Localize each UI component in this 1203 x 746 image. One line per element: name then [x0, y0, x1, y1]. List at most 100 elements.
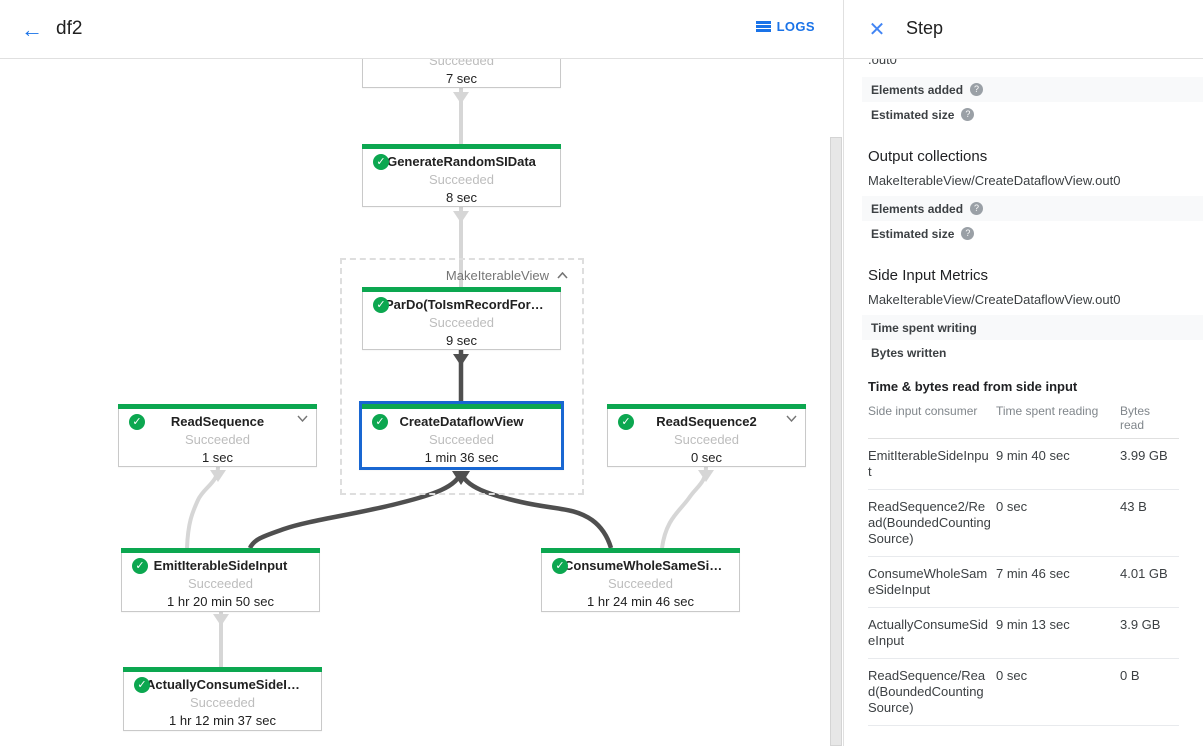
step-node-readsequence2[interactable]: ✓ ReadSequence2 Succeeded 0 sec [607, 404, 806, 467]
status-bar [541, 548, 740, 553]
help-icon[interactable]: ? [970, 202, 984, 215]
help-icon[interactable]: ? [970, 83, 984, 96]
step-title: GenerateRandomSIData [387, 154, 536, 169]
metric-row: Time spent writing 1 min 36 sec [862, 315, 1203, 340]
table-header-row: Side input consumer Time spent reading B… [868, 398, 1179, 439]
step-duration: 0 sec [690, 450, 723, 465]
chevron-up-icon [557, 272, 568, 279]
panel-divider [843, 0, 844, 746]
collection-name: MakeIterableView/CreateDataflowView.out0 [868, 173, 1121, 188]
section-heading-output-collections: Output collections [868, 148, 988, 165]
composite-group-makeiterableview: MakeIterableView [340, 258, 584, 495]
step-title: ParDo(ToIsmRecordFor… [385, 297, 544, 312]
group-header-makeiterableview[interactable]: MakeIterableView [446, 268, 568, 283]
status-bar [362, 404, 561, 409]
step-node-createdataflowview-selected[interactable]: ✓ CreateDataflowView Succeeded 1 min 36 … [359, 401, 564, 470]
collection-name: MakeIterableView/CreateDataflowView.out0 [868, 292, 1121, 307]
status-bar [362, 144, 561, 149]
cell-time: 9 min 40 sec [996, 438, 1120, 490]
logs-list-icon [755, 21, 771, 32]
metric-label: Estimated size [871, 107, 955, 122]
success-check-icon: ✓ [372, 414, 388, 430]
panel-title: Step [906, 18, 944, 38]
step-title: CreateDataflowView [399, 414, 524, 429]
column-header: Bytes read [1120, 398, 1179, 439]
cell-consumer: EmitIterableSideInput [868, 438, 996, 490]
step-details-panel: ✕ Step .out0 Elements added ? 10,000,000… [844, 0, 1203, 746]
clipped-collection-name: .out0 [868, 59, 897, 67]
step-duration: 1 hr 20 min 50 sec [167, 594, 274, 609]
metric-row: Elements added ? 10,000,000 [862, 77, 1203, 102]
status-bar [118, 404, 317, 409]
step-node-partial-top[interactable]: Succeeded 7 sec [362, 59, 561, 88]
column-header: Side input consumer [868, 398, 996, 439]
step-node-actuallyconsumesideinput[interactable]: ✓ ActuallyConsumeSideI… Succeeded 1 hr 1… [123, 667, 322, 731]
step-status: Succeeded [428, 432, 495, 447]
metric-row: Elements added ? – [862, 196, 1203, 221]
success-check-icon: ✓ [129, 414, 145, 430]
status-bar [123, 667, 322, 672]
metric-label: Estimated size [871, 226, 955, 241]
cell-bytes: 43 B [1120, 489, 1179, 557]
cell-time: 7 min 46 sec [996, 556, 1120, 608]
chevron-down-icon[interactable] [786, 415, 797, 422]
success-check-icon: ✓ [552, 558, 568, 574]
status-bar [121, 548, 320, 553]
success-check-icon: ✓ [618, 414, 634, 430]
table-row: EmitIterableSideInput 9 min 40 sec 3.99 … [868, 438, 1179, 490]
step-duration: 7 sec [445, 71, 478, 86]
table-heading: Time & bytes read from side input [868, 379, 1078, 394]
cell-consumer: ConsumeWholeSameSideInput [868, 556, 996, 608]
metric-label: Bytes written [871, 345, 947, 360]
step-node-emititerablesideinput[interactable]: ✓ EmitIterableSideInput Succeeded 1 hr 2… [121, 548, 320, 612]
cell-bytes: 0 B [1120, 658, 1179, 726]
table-row: ReadSequence/Read(BoundedCountingSource)… [868, 658, 1179, 726]
help-icon[interactable]: ? [961, 227, 975, 240]
step-title: ConsumeWholeSameSi… [564, 558, 723, 573]
metric-label: Time spent writing [871, 320, 977, 335]
metric-row: Estimated size ? 562.67 MB [862, 102, 1203, 127]
step-title: ReadSequence2 [656, 414, 757, 429]
step-status: Succeeded [184, 432, 251, 447]
graph-edges [185, 88, 714, 667]
step-status: Succeeded [673, 432, 740, 447]
help-icon[interactable]: ? [961, 108, 975, 121]
cell-bytes: 3.99 GB [1120, 438, 1179, 490]
table-row: ConsumeWholeSameSideInput 7 min 46 sec 4… [868, 556, 1179, 608]
table-row: ReadSequence2/Read(BoundedCountingSource… [868, 489, 1179, 557]
success-check-icon: ✓ [134, 677, 150, 693]
metric-label: Elements added [871, 82, 964, 97]
step-node-generaterandomsidata[interactable]: ✓ GenerateRandomSIData Succeeded 8 sec [362, 144, 561, 207]
panel-body[interactable]: .out0 Elements added ? 10,000,000 Estima… [844, 59, 1203, 746]
step-status: Succeeded [189, 695, 256, 710]
step-node-readsequence[interactable]: ✓ ReadSequence Succeeded 1 sec [118, 404, 317, 467]
step-duration: 9 sec [445, 333, 478, 348]
step-status: Succeeded [428, 59, 495, 68]
status-bar [362, 287, 561, 292]
step-status: Succeeded [187, 576, 254, 591]
job-graph-canvas[interactable]: MakeIterableView Succeeded 7 sec ✓ Gener… [0, 59, 843, 746]
success-check-icon: ✓ [132, 558, 148, 574]
graph-vertical-scrollbar[interactable] [830, 137, 842, 746]
status-bar [607, 404, 806, 409]
logs-button[interactable]: LOGS [755, 19, 815, 34]
step-status: Succeeded [428, 315, 495, 330]
cell-time: 0 sec [996, 658, 1120, 726]
step-node-consumewholesamesideinput[interactable]: ✓ ConsumeWholeSameSi… Succeeded 1 hr 24 … [541, 548, 740, 612]
cell-consumer: ReadSequence2/Read(BoundedCountingSource… [868, 489, 996, 557]
column-header: Time spent reading [996, 398, 1120, 439]
side-input-table: Side input consumer Time spent reading B… [868, 398, 1179, 726]
step-duration: 1 hr 24 min 46 sec [587, 594, 694, 609]
close-icon[interactable]: ✕ [868, 19, 886, 41]
back-icon[interactable]: ← [21, 17, 43, 42]
section-heading-side-input-metrics: Side Input Metrics [868, 267, 989, 284]
step-duration: 1 sec [201, 450, 234, 465]
cell-bytes: 3.9 GB [1120, 607, 1179, 659]
chevron-down-icon[interactable] [297, 415, 308, 422]
job-title: df2 [56, 18, 83, 39]
step-node-pardo-toismrecord[interactable]: ✓ ParDo(ToIsmRecordFor… Succeeded 9 sec [362, 287, 561, 350]
group-label: MakeIterableView [445, 268, 549, 283]
cell-time: 0 sec [996, 489, 1120, 557]
success-check-icon: ✓ [373, 154, 389, 170]
step-title: EmitIterableSideInput [153, 558, 288, 573]
